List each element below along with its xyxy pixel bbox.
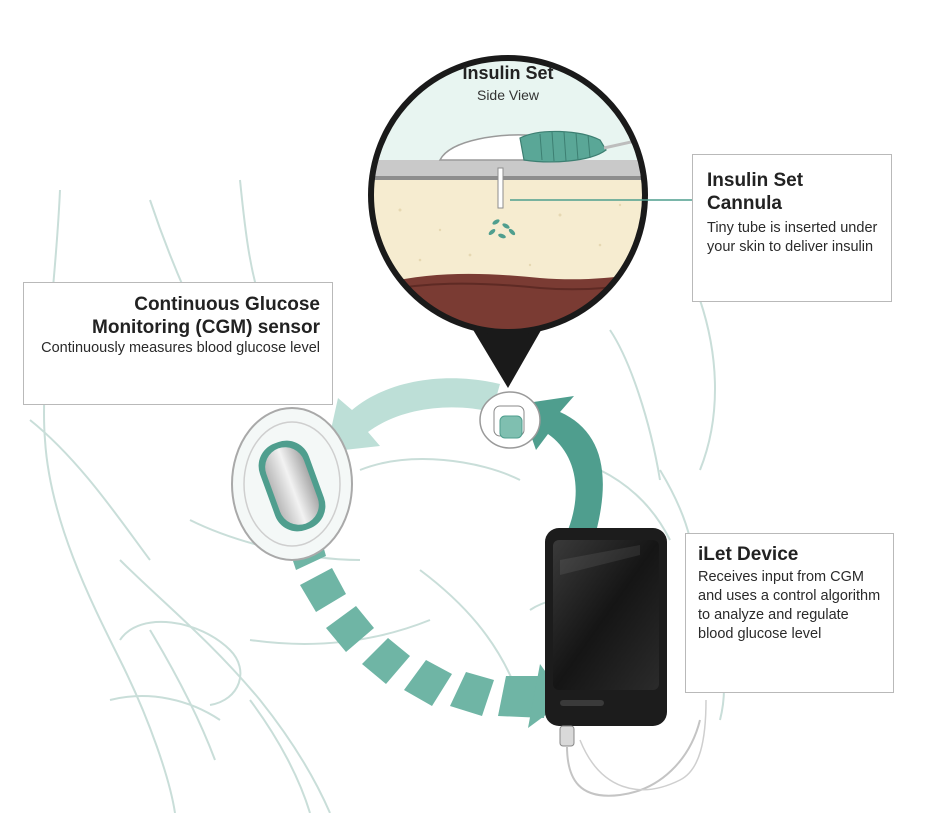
cannula-callout: Insulin Set Cannula Tiny tube is inserte… xyxy=(692,154,892,302)
cannula-callout-title: Insulin Set Cannula xyxy=(707,170,804,214)
ilet-callout: iLet Device Receives input from CGM and … xyxy=(685,533,894,693)
insulin-set-subtitle: Side View xyxy=(476,87,539,103)
ilet-callout-body: Receives input from CGM and uses a contr… xyxy=(698,569,881,642)
insulin-set-lens xyxy=(368,55,692,335)
cgm-callout-title: Continuous Glucose Monitoring (CGM) sens… xyxy=(92,294,320,338)
cgm-callout-body: Continuously measures blood glucose leve… xyxy=(41,340,320,356)
cgm-callout: Continuous Glucose Monitoring (CGM) sens… xyxy=(23,282,333,405)
insulin-set-on-body xyxy=(479,391,541,449)
ilet-device xyxy=(545,528,707,797)
insulin-to-cgm-arrow xyxy=(326,378,500,452)
insulin-set-title: Insulin Set xyxy=(462,63,554,83)
ilet-to-insulin-arrow xyxy=(520,396,603,532)
cgm-sensor xyxy=(231,407,353,561)
cannula-callout-body: Tiny tube is inserted under your skin to… xyxy=(707,220,878,255)
lens-pointer xyxy=(466,318,548,388)
ilet-callout-title: iLet Device xyxy=(698,544,799,565)
